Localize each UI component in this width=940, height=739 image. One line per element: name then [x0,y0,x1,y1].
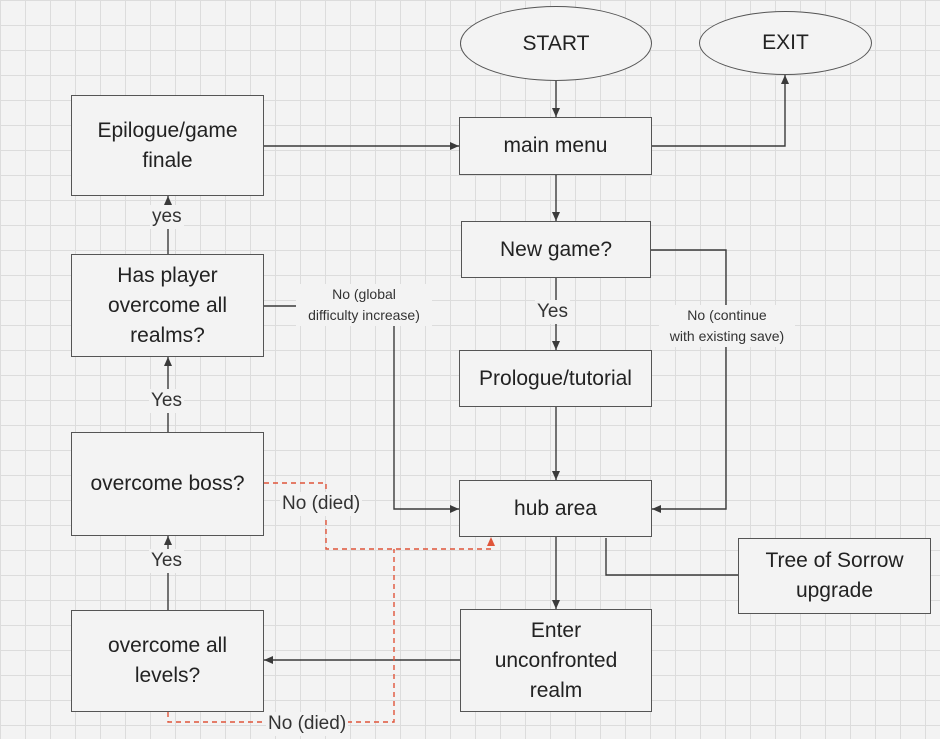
epilogue-node: Epilogue/game finale [71,95,264,196]
label-no-global-difficulty: No (global difficulty increase) [296,284,432,326]
exit-node: EXIT [699,11,872,75]
enter-realm-node: Enter unconfronted realm [460,609,652,712]
label-no-continue: No (continue with existing save) [659,305,795,347]
dashed-connector-levels-hub [167,549,395,723]
connector-mainmenu-exit [651,75,789,147]
label-yes-realms: yes [150,205,184,229]
label-yes-newgame: Yes [535,300,570,324]
connector-newgame-hub [651,249,727,513]
overcome-realms-node: Has player overcome all realms? [71,254,264,357]
dashed-connector-boss-hub [264,482,495,550]
label-no-died-boss: No (died) [280,492,363,516]
start-node: START [460,6,652,81]
connector-tree-hub [605,538,738,576]
new-game-node: New game? [461,221,651,278]
hub-area-node: hub area [459,480,652,537]
label-yes-boss: Yes [149,389,184,413]
overcome-boss-node: overcome boss? [71,432,264,536]
prologue-node: Prologue/tutorial [459,350,652,407]
main-menu-node: main menu [459,117,652,175]
tree-of-sorrow-node: Tree of Sorrow upgrade [738,538,931,614]
label-yes-levels: Yes [149,549,184,573]
label-no-died-levels: No (died) [266,712,349,736]
overcome-levels-node: overcome all levels? [71,610,264,712]
connector-realms-hub [263,305,459,513]
